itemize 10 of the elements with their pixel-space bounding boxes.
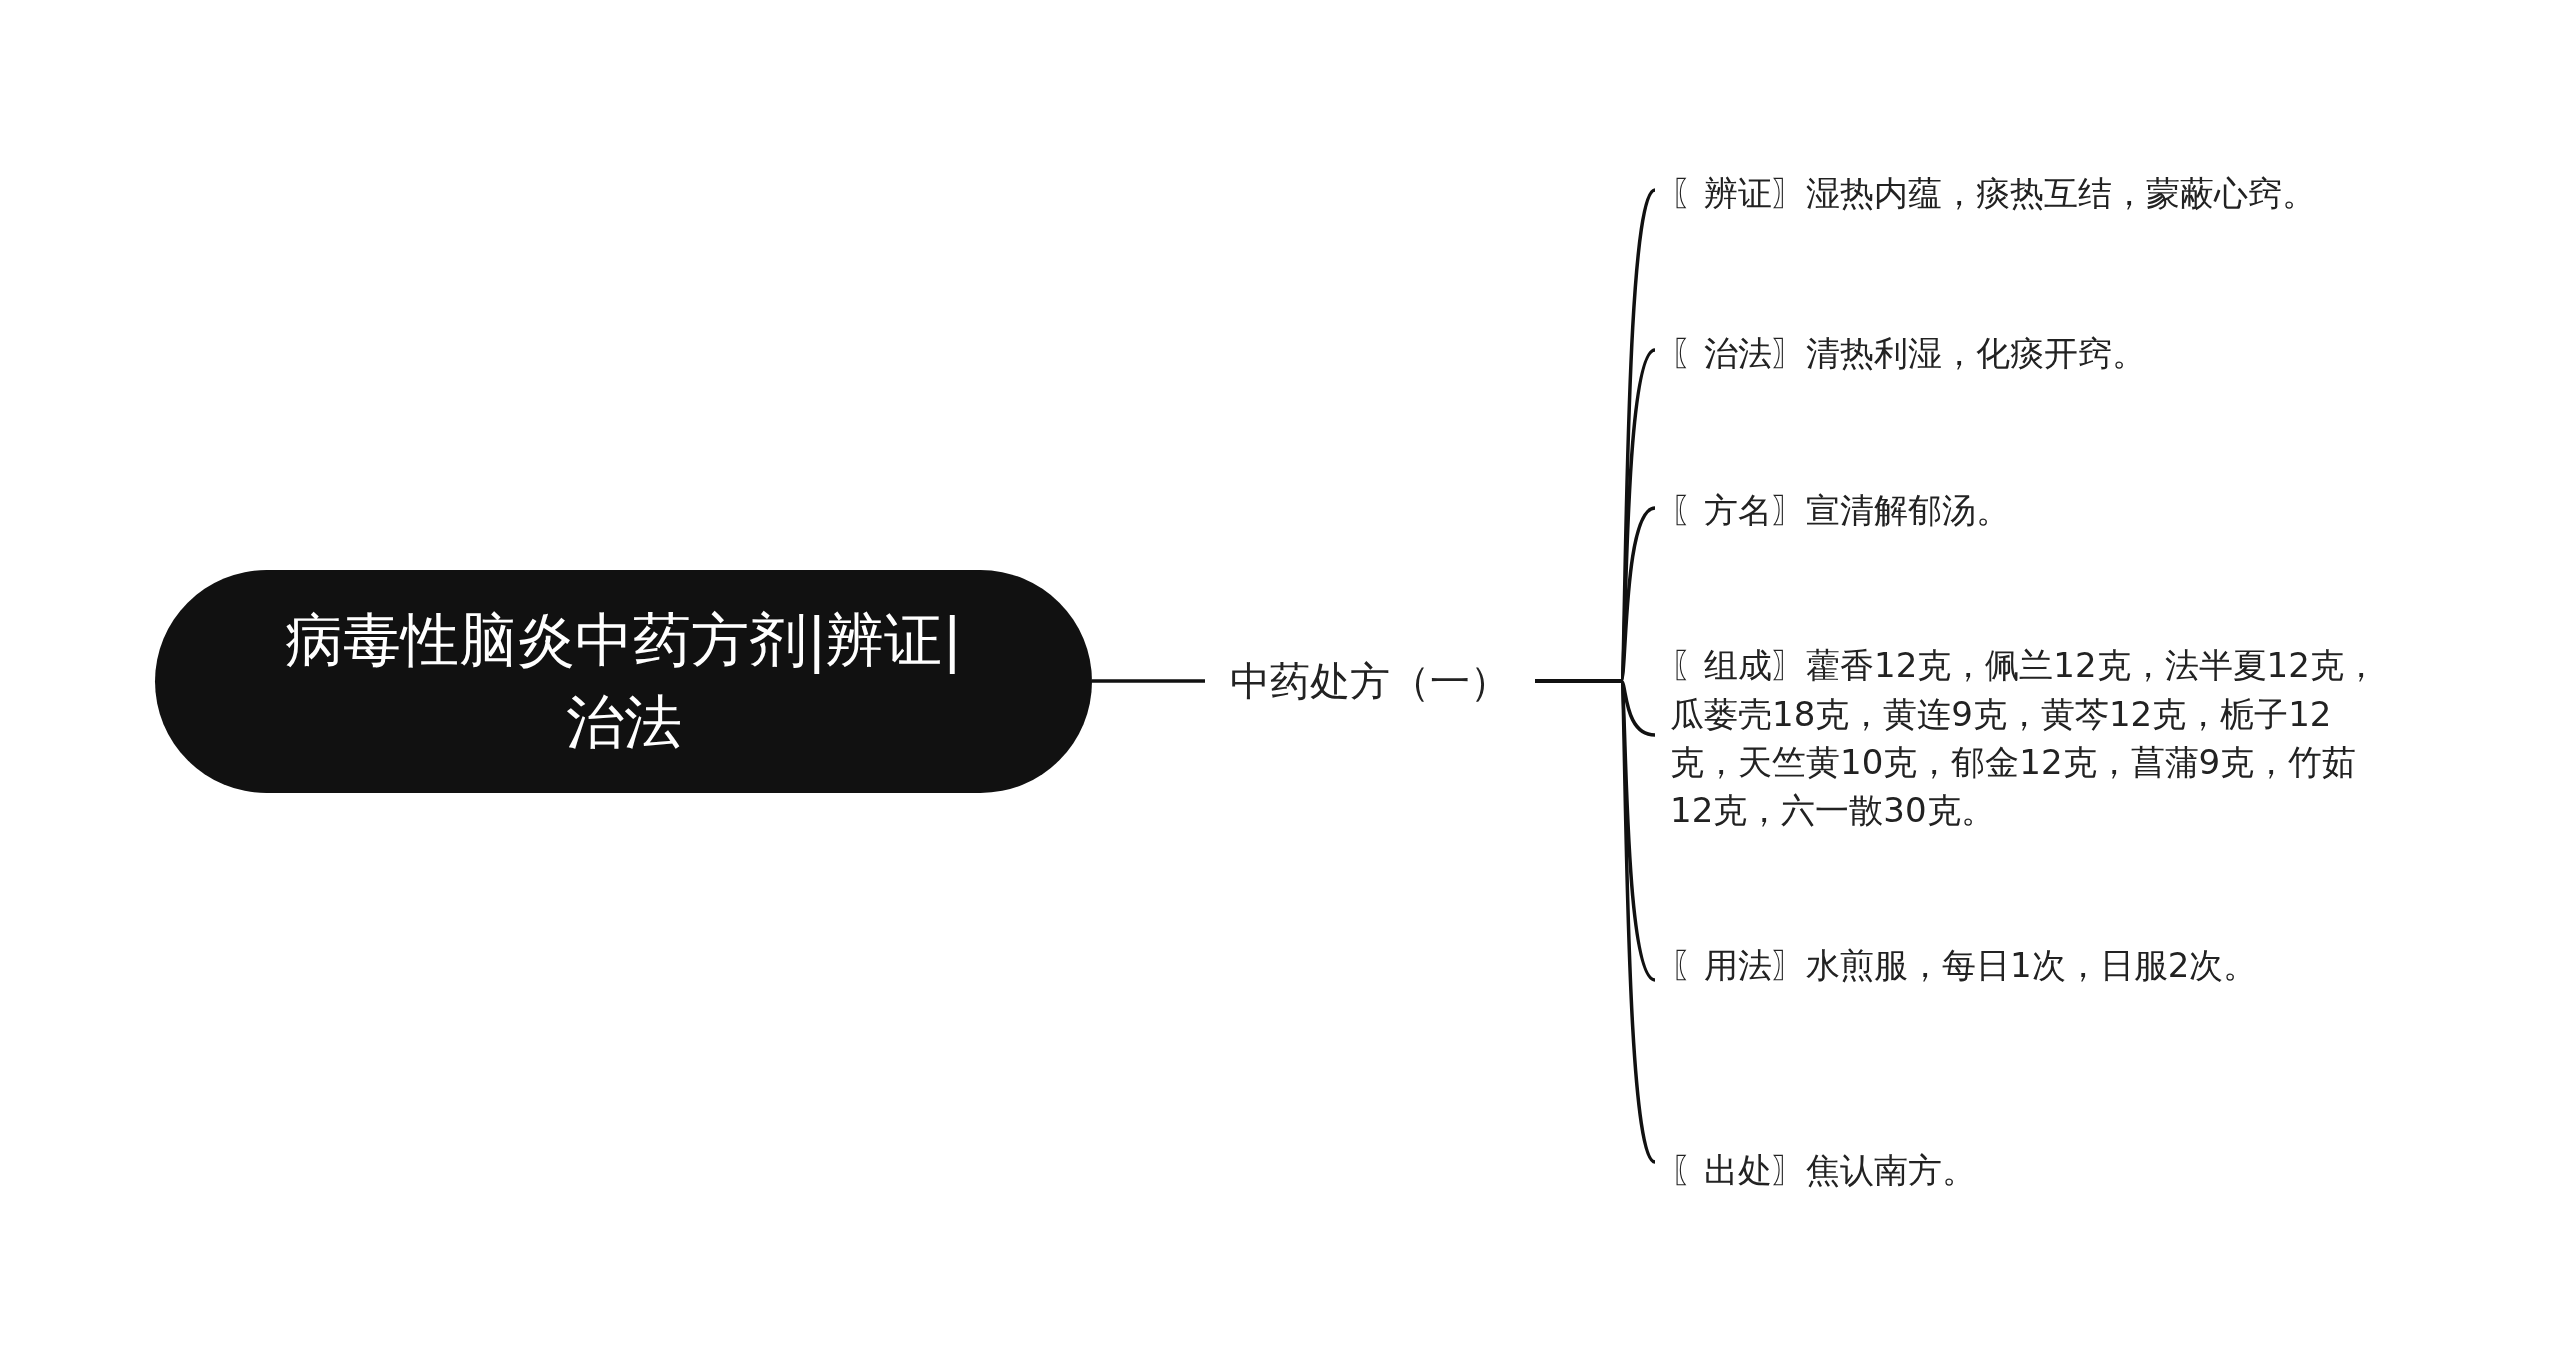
connector-line bbox=[1092, 679, 1205, 683]
leaf-text: 〖用法〗水煎服，每日1次，日服2次。 bbox=[1670, 943, 2258, 987]
topic-title: 病毒性脑炎中药方剂|辨证|治法 bbox=[283, 605, 964, 758]
leaf-text: 〖出处〗焦认南方。 bbox=[1670, 1148, 1976, 1192]
leaf-text: 〖组成〗藿香12克，佩兰12克，法半夏12克，瓜蒌壳18克，黄连9克，黄芩12克，栀子12克，天竺黄10克，郁金12克，菖蒲9克，竹茹12克，六一散30克。 bbox=[1670, 644, 2379, 833]
leaf-text: 〖辨证〗湿热内蕴，痰热互结，蒙蔽心窍。 bbox=[1670, 171, 2316, 215]
leaf-text: 〖方名〗宣清解郁汤。 bbox=[1670, 488, 2010, 532]
branch-label: 中药处方（一） bbox=[1230, 657, 1510, 706]
leaf-text: 〖治法〗清热利湿，化痰开窍。 bbox=[1670, 331, 2146, 375]
connector-line bbox=[1535, 679, 1657, 1164]
